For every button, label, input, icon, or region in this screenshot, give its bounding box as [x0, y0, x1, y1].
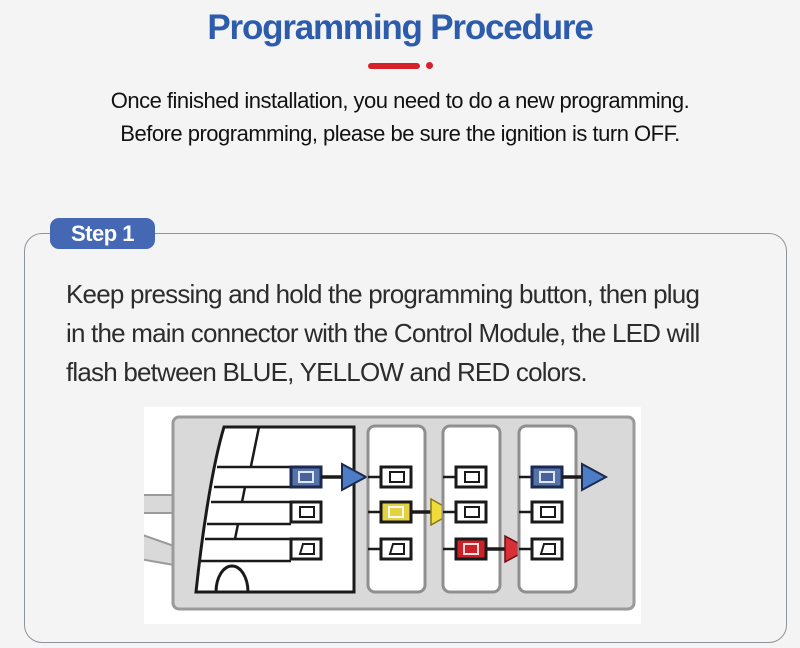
blue-arrow-2	[581, 462, 609, 492]
intro-text: Once finished installation, you need to …	[0, 84, 800, 150]
car-body-outline	[201, 426, 291, 593]
title-underline-dot	[425, 62, 433, 69]
yellow-led-connector	[379, 500, 413, 524]
intro-line-2: Before programming, please be sure the i…	[120, 121, 680, 146]
connector-diagram-figure	[144, 407, 641, 624]
step-body-line-3: flash between BLUE, YELLOW and RED color…	[66, 357, 588, 387]
slot3-pins	[519, 500, 564, 561]
main-block-pins	[289, 500, 323, 561]
page-title: Programming Procedure	[207, 8, 593, 47]
red-arrow	[504, 534, 531, 564]
wire-stub-top	[144, 494, 175, 514]
main-connector-block	[194, 425, 356, 594]
slot2-pins	[443, 465, 488, 551]
step1-card: Step 1 Keep pressing and hold the progra…	[24, 218, 787, 643]
step1-description: Keep pressing and hold the programming b…	[66, 275, 700, 392]
step-body-line-1: Keep pressing and hold the programming b…	[66, 279, 700, 309]
red-led-connector	[454, 537, 488, 561]
title-accent-divider	[0, 62, 800, 69]
title-underline-bar	[367, 62, 420, 69]
blue-arrow-1	[341, 462, 369, 492]
intro-line-1: Once finished installation, you need to …	[110, 88, 690, 113]
connector-diagram	[144, 407, 641, 624]
step1-badge: Step 1	[50, 218, 156, 249]
slot1-pins	[368, 465, 413, 561]
blue-led-connector-main	[289, 465, 323, 489]
step-body-line-2: in the main connector with the Control M…	[66, 318, 700, 348]
